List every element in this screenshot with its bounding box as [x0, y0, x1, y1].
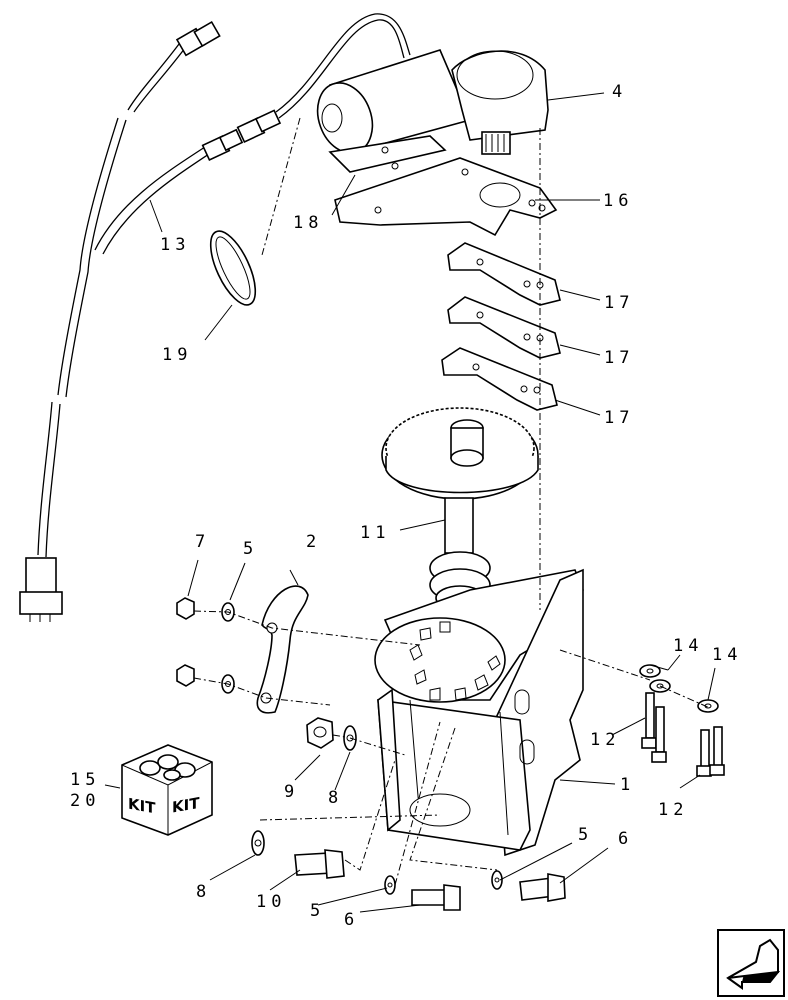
callout-10: 10 — [256, 892, 286, 912]
bolt-12-right — [696, 726, 725, 777]
kit-label-right: KIT — [172, 794, 200, 817]
callout-11: 11 — [360, 523, 390, 543]
callout-14-left: 14 — [673, 636, 703, 656]
spring-clip — [256, 585, 309, 714]
callout-5-top: 5 — [243, 539, 258, 559]
mounting-plate-18 — [328, 135, 447, 173]
callout-17-middle: 17 — [604, 348, 634, 368]
shim-plate-bottom — [441, 347, 558, 411]
callout-2: 2 — [306, 532, 321, 552]
callout-20: 20 — [70, 791, 100, 811]
callout-7: 7 — [195, 532, 210, 552]
callout-9: 9 — [284, 782, 299, 802]
hex-nut-lower — [176, 664, 195, 687]
callout-15: 15 — [70, 770, 100, 790]
callout-4: 4 — [612, 82, 627, 102]
gear-shaft — [381, 407, 539, 638]
bolt-6-right — [519, 873, 566, 902]
washer-14-right — [697, 699, 719, 713]
callout-18: 18 — [293, 213, 323, 233]
callout-8-lower: 8 — [196, 882, 211, 902]
assembly-lines — [193, 117, 711, 886]
callout-labels: 4 16 18 13 17 17 17 19 11 7 5 2 14 14 12… — [70, 82, 742, 930]
callout-1: 1 — [620, 775, 635, 795]
o-ring — [209, 230, 257, 306]
callout-12-left: 12 — [590, 730, 620, 750]
leader-lines — [104, 92, 716, 913]
kit-label-left: KIT — [128, 795, 156, 818]
callout-17-bottom: 17 — [604, 408, 634, 428]
hardware-kit-box: KIT KIT — [121, 744, 213, 836]
callout-6-lower: 6 — [344, 910, 359, 930]
previous-page-arrow-icon[interactable] — [717, 929, 785, 997]
callout-6-right: 6 — [618, 829, 633, 849]
lock-washer-5-right — [491, 870, 503, 890]
gear-motor — [316, 49, 549, 155]
lock-washer-5-lower — [384, 875, 396, 895]
bolt-12-left — [641, 692, 667, 763]
wire-harness — [19, 13, 411, 622]
bolt-10 — [294, 849, 345, 879]
mounting-bracket — [377, 568, 584, 857]
bolt-6-lower — [411, 884, 461, 911]
callout-14-right: 14 — [712, 645, 742, 665]
callout-17-top: 17 — [604, 293, 634, 313]
sector-plate — [374, 617, 506, 703]
mounting-plate-16 — [334, 157, 558, 237]
shim-plate-top — [447, 242, 561, 306]
shim-plate-middle — [447, 296, 561, 359]
callout-8-upper: 8 — [328, 788, 343, 808]
callout-13: 13 — [160, 235, 190, 255]
callout-12-right: 12 — [658, 800, 688, 820]
callout-5-lower: 5 — [310, 901, 325, 921]
callout-16: 16 — [603, 191, 633, 211]
washer-8-lower — [251, 830, 265, 856]
hex-nut-9 — [306, 717, 334, 749]
callout-5-right: 5 — [578, 825, 593, 845]
hex-nut-upper — [176, 597, 195, 620]
flat-washer-lower — [221, 674, 235, 694]
callout-19: 19 — [162, 345, 192, 365]
